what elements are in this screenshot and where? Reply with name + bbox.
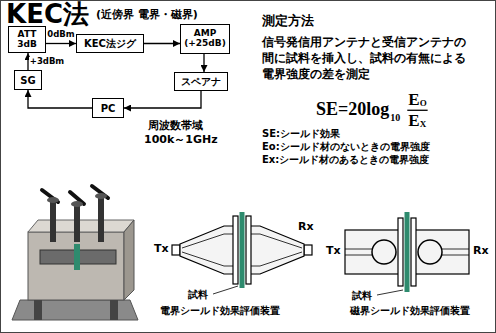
signal-level-label: +3dBm — [29, 57, 65, 66]
frequency-heading: 周波数帯域 — [148, 120, 203, 133]
photo-body — [28, 232, 124, 300]
jig-cone — [180, 226, 236, 274]
definition-text: Ex:シールド材のあるときの電界強度 — [262, 154, 429, 166]
jig-inner-line — [182, 252, 233, 266]
formula-subscript: 10 — [390, 112, 400, 124]
jig-connector — [172, 245, 180, 255]
frequency-range: 100k～1GHz — [144, 134, 218, 147]
jig-housing — [345, 230, 400, 274]
formula-subscript: X — [420, 119, 427, 129]
apparatus-photo — [12, 186, 138, 320]
electric-field-jig — [172, 212, 312, 294]
process-box: SG — [14, 70, 42, 90]
definition-text: SE:シールド効果 — [262, 128, 340, 140]
photo-sample — [74, 244, 80, 270]
formula: SE=20log — [316, 99, 389, 120]
process-box: AMP (+25dB) — [180, 24, 230, 54]
fraction-bar — [407, 110, 427, 111]
box-text: ATT 3dB — [11, 30, 43, 50]
loop-antenna — [372, 240, 396, 264]
definition-text: Eo:シールド材のないときの電界強度 — [262, 141, 430, 153]
photo-leg — [110, 300, 118, 320]
antenna-label: Tx — [326, 245, 341, 258]
antenna-label: Tx — [154, 243, 169, 256]
box-text: SG — [20, 75, 35, 86]
process-box: ATT 3dB — [8, 26, 46, 53]
feed-line — [442, 255, 469, 256]
jig-inner-line — [251, 234, 302, 248]
photo-clamp — [74, 204, 80, 242]
photo-leg — [34, 300, 42, 320]
photo-knob — [47, 197, 59, 203]
box-text: PC — [101, 103, 116, 114]
jig-flange — [233, 216, 238, 284]
sample-label: 試料 — [188, 289, 208, 301]
jig-connector — [304, 245, 312, 255]
signal-arrow — [124, 91, 201, 108]
leader-line — [377, 290, 403, 295]
section-heading: 測定方法 — [262, 14, 314, 28]
feed-line — [442, 249, 469, 250]
signal-arrow — [46, 43, 76, 44]
box-text: AMP (+25dB) — [183, 29, 227, 49]
photo-top-plate — [28, 220, 134, 232]
formula-variable: E — [408, 111, 419, 131]
signal-level-label: 0dBm — [46, 30, 75, 39]
photo-clamp — [98, 196, 104, 242]
loop-antenna — [418, 240, 442, 264]
jig-inner-line — [251, 252, 302, 266]
signal-arrow — [203, 54, 204, 72]
figure-caption: 電界シールド効果評価装置 — [160, 305, 280, 317]
photo-handle — [42, 190, 58, 202]
figure-caption: 磁界シールド効果評価装置 — [350, 305, 470, 317]
process-box: KEC法ジグ — [76, 34, 144, 53]
sample-label: 試料 — [352, 290, 372, 302]
antenna-label: Rx — [298, 221, 314, 234]
signal-arrow — [144, 43, 180, 44]
photo-knob — [95, 193, 107, 199]
box-text: KEC法ジグ — [84, 38, 136, 49]
subtitle: (近傍界 電界・磁界) — [96, 9, 198, 22]
photo-base — [12, 300, 138, 320]
feed-line — [345, 255, 372, 256]
magnetic-field-jig — [345, 212, 469, 295]
jig-housing — [414, 230, 469, 274]
feed-line — [345, 249, 372, 250]
sample-sheet — [240, 212, 245, 288]
jig-inner-line — [182, 234, 233, 248]
leader-line — [213, 286, 238, 294]
antenna-label: Rx — [473, 245, 489, 258]
formula-subscript: O — [420, 98, 427, 108]
photo-clamp — [50, 200, 56, 242]
jig-flange — [411, 218, 416, 286]
description-text: 信号発信用アンテナと受信アンテナの間に試料を挿入し、試料の有無による電界強度の差… — [262, 34, 472, 83]
photo-knob — [71, 201, 83, 207]
process-box: スペアナ — [174, 72, 228, 91]
formula-variable: E — [408, 90, 419, 110]
jig-flange — [246, 216, 251, 284]
photo-handle — [92, 186, 108, 198]
jig-cone — [248, 226, 304, 274]
process-box: PC — [92, 98, 124, 118]
signal-arrow — [28, 90, 92, 108]
sample-sheet — [405, 212, 410, 292]
photo-side — [124, 220, 134, 300]
box-text: スペアナ — [181, 76, 221, 87]
jig-flange — [398, 218, 403, 286]
